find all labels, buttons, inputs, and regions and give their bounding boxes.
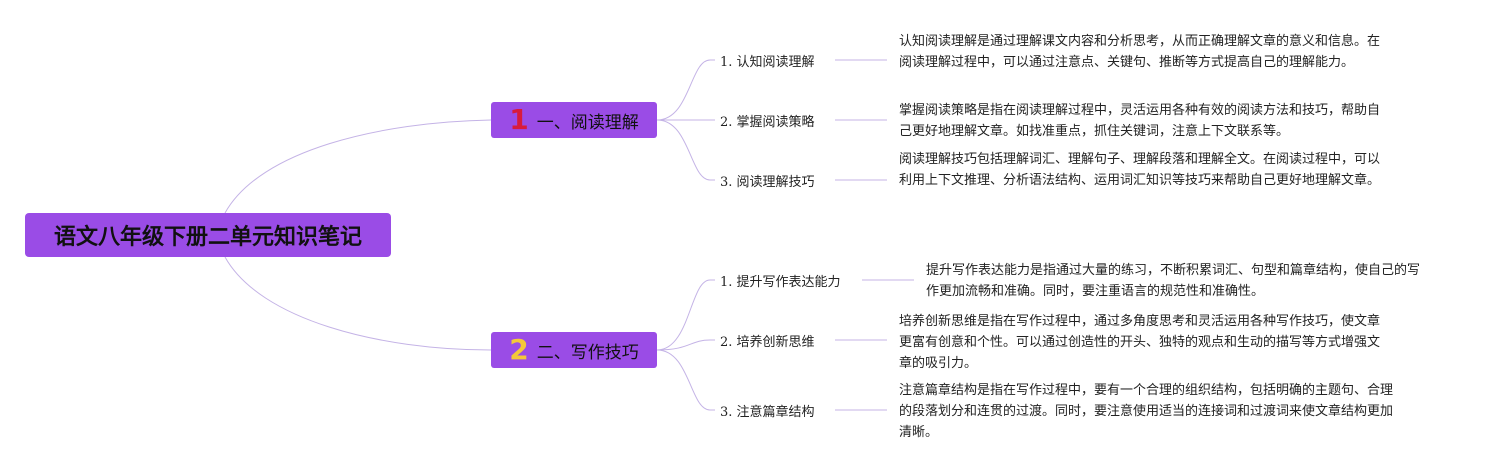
connector-b2-leaf1 [656,279,715,351]
connector-root-branch1 [224,119,492,214]
connector-b2-leaf2 [656,339,715,351]
leaf-description-writing-2: 培养创新思维是指在写作过程中，通过多角度思考和灵活运用各种写作技巧，使文章更富有… [899,314,1381,371]
leaf-node-writing-3[interactable]: 3. 注意篇章结构 [720,405,815,420]
branch-node-writing[interactable]: 2 二、写作技巧 [491,332,657,368]
leaf-node-writing-1[interactable]: 1. 提升写作表达能力 [720,275,841,290]
leaf-description-reading-2: 掌握阅读策略是指在阅读理解过程中，灵活运用各种有效的阅读方法和技巧，帮助自己更好… [899,103,1381,139]
connector-b2-leaf3 [656,349,715,411]
branch-node-reading[interactable]: 1 一、阅读理解 [491,102,657,138]
leaf-description-reading-1: 认知阅读理解是通过理解课文内容和分析思考，从而正确理解文章的意义和信息。在阅读理… [899,34,1381,70]
connector-b1-leaf3 [656,119,715,181]
connector-b1-leaf1 [656,59,715,121]
leaf-node-reading-1[interactable]: 1. 认知阅读理解 [720,55,815,70]
leaf-node-reading-2[interactable]: 2. 掌握阅读策略 [720,115,815,130]
branch-title: 二、写作技巧 [536,342,639,363]
branch-number-badge: 2 [509,333,529,366]
leaf-description-writing-3: 注意篇章结构是指在写作过程中，要有一个合理的组织结构，包括明确的主题句、合理的段… [899,383,1394,440]
leaf-node-writing-2[interactable]: 2. 培养创新思维 [720,335,815,350]
branch-number-badge: 1 [509,103,529,136]
leaf-description-reading-3: 阅读理解技巧包括理解词汇、理解句子、理解段落和理解全文。在阅读过程中，可以利用上… [899,152,1381,188]
branch-title: 一、阅读理解 [536,112,639,133]
leaf-description-writing-1: 提升写作表达能力是指通过大量的练习，不断积累词汇、句型和篇章结构，使自己的写作更… [926,263,1421,299]
root-node[interactable]: 语文八年级下册二单元知识笔记 [25,213,391,257]
leaf-node-reading-3[interactable]: 3. 阅读理解技巧 [720,175,815,190]
connector-root-branch2 [224,256,492,351]
root-title: 语文八年级下册二单元知识笔记 [53,225,362,250]
